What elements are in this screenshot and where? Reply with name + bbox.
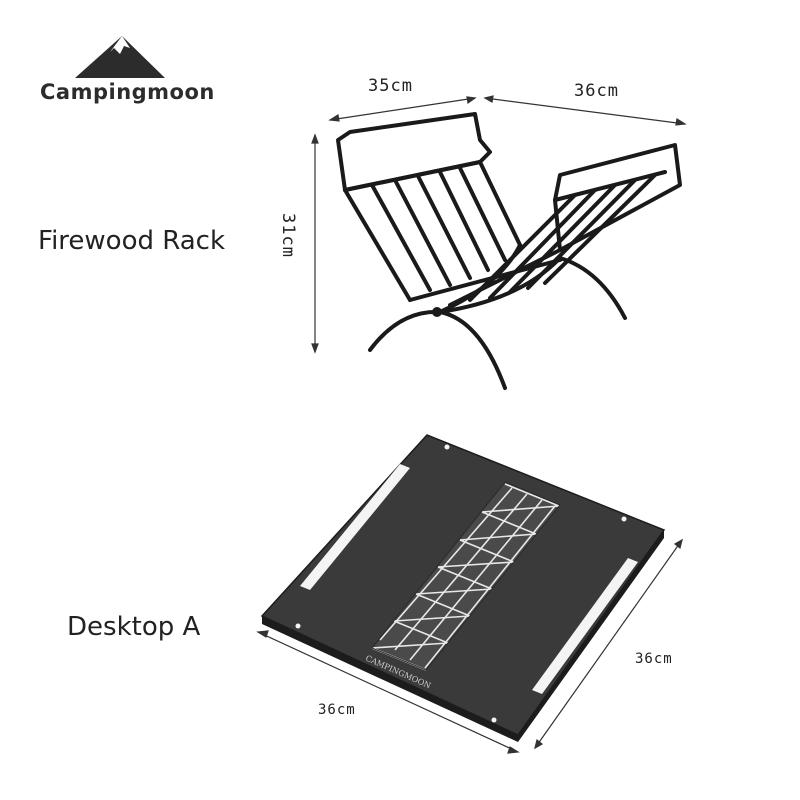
desktop-width-dimension: 36cm [318, 702, 356, 718]
desktop-dimension-lines [256, 538, 683, 754]
mountain-icon [75, 36, 165, 78]
desktop-depth-dimension: 36cm [635, 651, 673, 667]
rack-height-dimension: 31cm [278, 213, 298, 258]
firewood-rack-label: Firewood Rack [38, 226, 226, 256]
desktop-a-plate [260, 434, 666, 742]
firewood-rack [336, 112, 682, 390]
rack-dimension-lines [311, 95, 687, 354]
rack-width-dimension: 35cm [368, 76, 413, 96]
desktop-a-label: Desktop A [67, 612, 201, 642]
rack-depth-dimension: 36cm [574, 81, 619, 101]
brand-name: Campingmoon [40, 80, 215, 104]
brand-logo: Campingmoon [40, 30, 214, 110]
